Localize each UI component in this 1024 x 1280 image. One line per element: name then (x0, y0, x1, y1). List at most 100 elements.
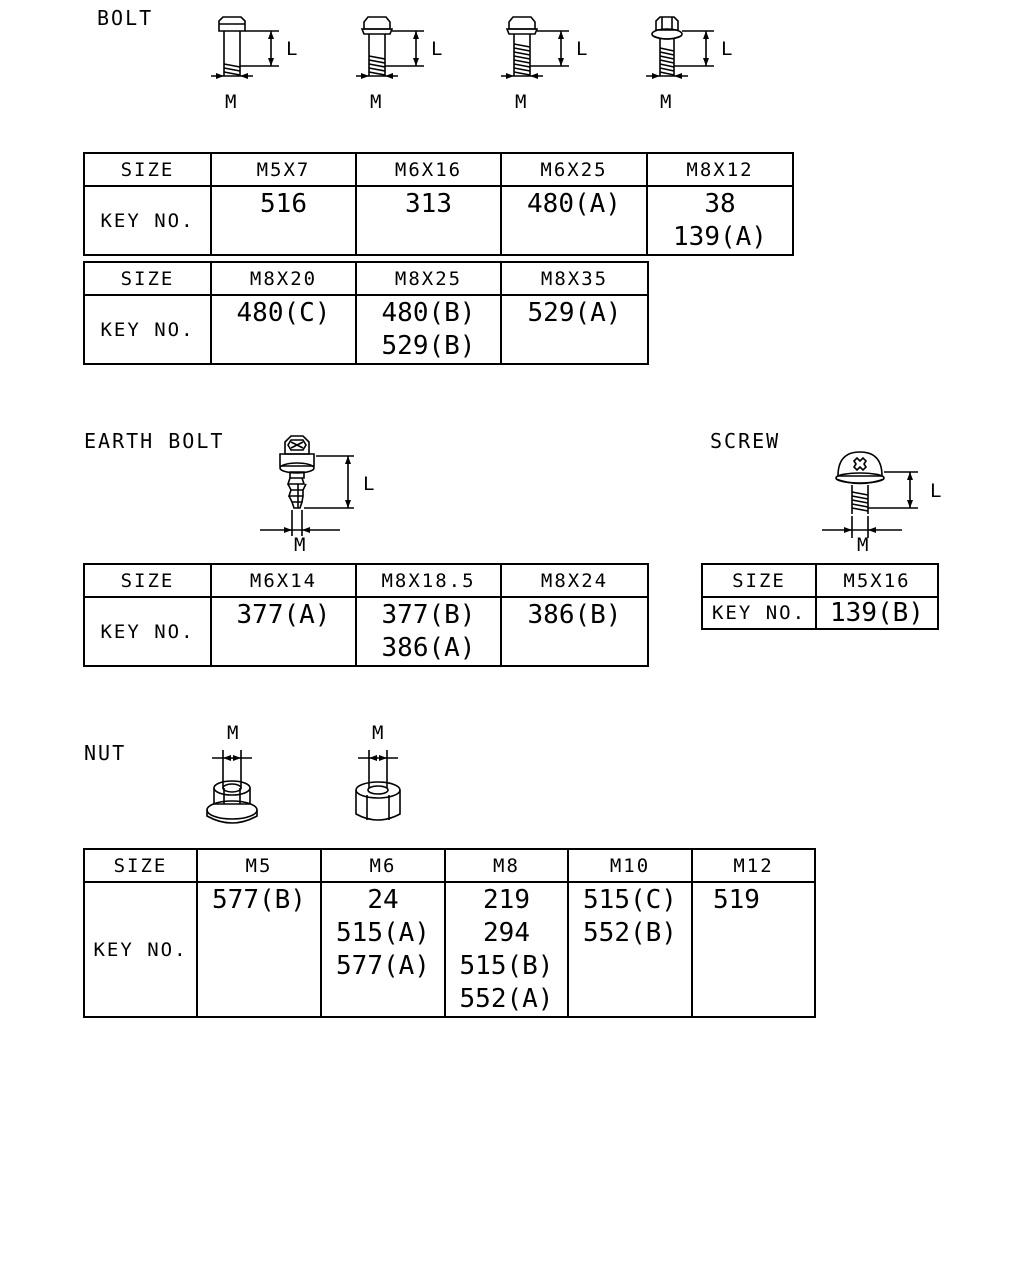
earth-bolt-m-label: M (294, 534, 306, 556)
size-cell: M10 (567, 848, 693, 883)
key-cell: 386(B) (500, 596, 649, 667)
key-cell: 480(C) (210, 294, 357, 365)
bolt-2-l-label: L (431, 38, 443, 60)
key-no: 529(B) (381, 331, 476, 361)
size-cell: M6 (320, 848, 446, 883)
key-no: 38 (704, 189, 736, 219)
key-no: 24 (367, 885, 399, 915)
size-cell: M5 (196, 848, 322, 883)
key-no: 386(B) (527, 600, 622, 630)
earth-bolt-drawing (260, 435, 354, 536)
size-cell: M5X16 (815, 563, 939, 598)
bolt-4-m-label: M (660, 91, 672, 113)
key-no: 515(C) (583, 885, 677, 915)
size-label: SIZE (83, 563, 212, 598)
key-cell: 515(C)552(B) (567, 881, 693, 1018)
table-row: KEY NO. 377(A) 377(B)386(A) 386(B) (83, 596, 649, 667)
key-cell: 577(B) (196, 881, 322, 1018)
key-no-label: KEY NO. (83, 596, 212, 667)
key-no: 480(A) (527, 189, 621, 219)
key-no: 480(C) (236, 298, 331, 328)
key-cell: 529(A) (500, 294, 649, 365)
key-no: 386(A) (381, 633, 476, 663)
table-row: KEY NO. 480(C) 480(B)529(B) 529(A) (83, 294, 649, 365)
key-no: 294 (483, 918, 530, 948)
bolt-table-2: SIZE M8X20 M8X25 M8X35 KEY NO. 480(C) 48… (83, 261, 649, 365)
key-cell: 516 (210, 185, 357, 256)
size-cell: M12 (691, 848, 816, 883)
size-cell: M6X14 (210, 563, 357, 598)
key-no: 139(A) (673, 222, 767, 252)
size-label: SIZE (701, 563, 817, 598)
screw-title: SCREW (710, 429, 781, 453)
size-cell: M6X25 (500, 152, 648, 187)
bolt-table-1: SIZE M5X7 M6X16 M6X25 M8X12 KEY NO. 516 … (83, 152, 794, 256)
key-no-label: KEY NO. (83, 881, 198, 1018)
key-cell: 480(A) (500, 185, 648, 256)
key-no-label: KEY NO. (83, 185, 212, 256)
table-row: SIZE M5X16 (701, 563, 939, 598)
bolt-2-m-label: M (370, 91, 382, 113)
nut-title: NUT (84, 741, 127, 765)
key-no: 552(A) (459, 984, 554, 1014)
bolt-drawing-2 (356, 16, 424, 79)
bolt-1-l-label: L (286, 38, 298, 60)
key-cell: 377(A) (210, 596, 357, 667)
flange-nut-drawing (206, 750, 258, 824)
key-no: 219 (483, 885, 530, 915)
screw-l-label: L (930, 480, 942, 502)
hex-nut-drawing (355, 750, 401, 821)
key-cell: 480(B)529(B) (355, 294, 502, 365)
size-cell: M6X16 (355, 152, 502, 187)
key-no-label: KEY NO. (83, 294, 212, 365)
key-cell: 377(B)386(A) (355, 596, 502, 667)
nut-2-m-label: M (372, 722, 384, 744)
size-cell: M8X25 (355, 261, 502, 296)
size-cell: M8X35 (500, 261, 649, 296)
table-row: SIZE M5X7 M6X16 M6X25 M8X12 (83, 152, 794, 187)
table-row: SIZE M5 M6 M8 M10 M12 (83, 848, 816, 883)
size-cell: M8 (444, 848, 569, 883)
key-no: 552(B) (583, 918, 677, 948)
table-row: SIZE M6X14 M8X18.5 M8X24 (83, 563, 649, 598)
bolt-1-m-label: M (225, 91, 237, 113)
nut-1-m-label: M (227, 722, 239, 744)
key-no: 529(A) (527, 298, 622, 328)
screw-table: SIZE M5X16 KEY NO. 139(B) (701, 563, 939, 630)
size-cell: M8X12 (646, 152, 794, 187)
key-no: 313 (405, 189, 452, 219)
size-cell: M8X24 (500, 563, 649, 598)
screw-m-label: M (857, 534, 869, 556)
key-no: 515(B) (459, 951, 554, 981)
size-cell: M8X18.5 (355, 563, 502, 598)
size-cell: M5X7 (210, 152, 357, 187)
key-no: 139(B) (830, 598, 924, 628)
key-cell: 139(B) (815, 596, 939, 630)
key-no: 377(B) (381, 600, 476, 630)
bolt-drawing-3 (501, 16, 569, 79)
key-no-label: KEY NO. (701, 596, 817, 630)
size-label: SIZE (83, 848, 198, 883)
bolt-3-l-label: L (576, 38, 588, 60)
size-label: SIZE (83, 261, 212, 296)
earth-bolt-title: EARTH BOLT (84, 429, 225, 453)
bolt-title: BOLT (97, 6, 154, 30)
key-no: 480(B) (381, 298, 476, 328)
bolt-4-l-label: L (721, 38, 733, 60)
table-row: SIZE M8X20 M8X25 M8X35 (83, 261, 649, 296)
key-no: 519 (713, 885, 760, 915)
key-no: 515(A) (336, 918, 430, 948)
key-no: 516 (260, 189, 307, 219)
earth-bolt-l-label: L (363, 473, 375, 495)
bolt-drawing-4 (646, 16, 714, 79)
bolt-drawing-1 (211, 16, 279, 79)
screw-drawing (822, 451, 918, 538)
key-cell: 519 (691, 881, 816, 1018)
size-label: SIZE (83, 152, 212, 187)
